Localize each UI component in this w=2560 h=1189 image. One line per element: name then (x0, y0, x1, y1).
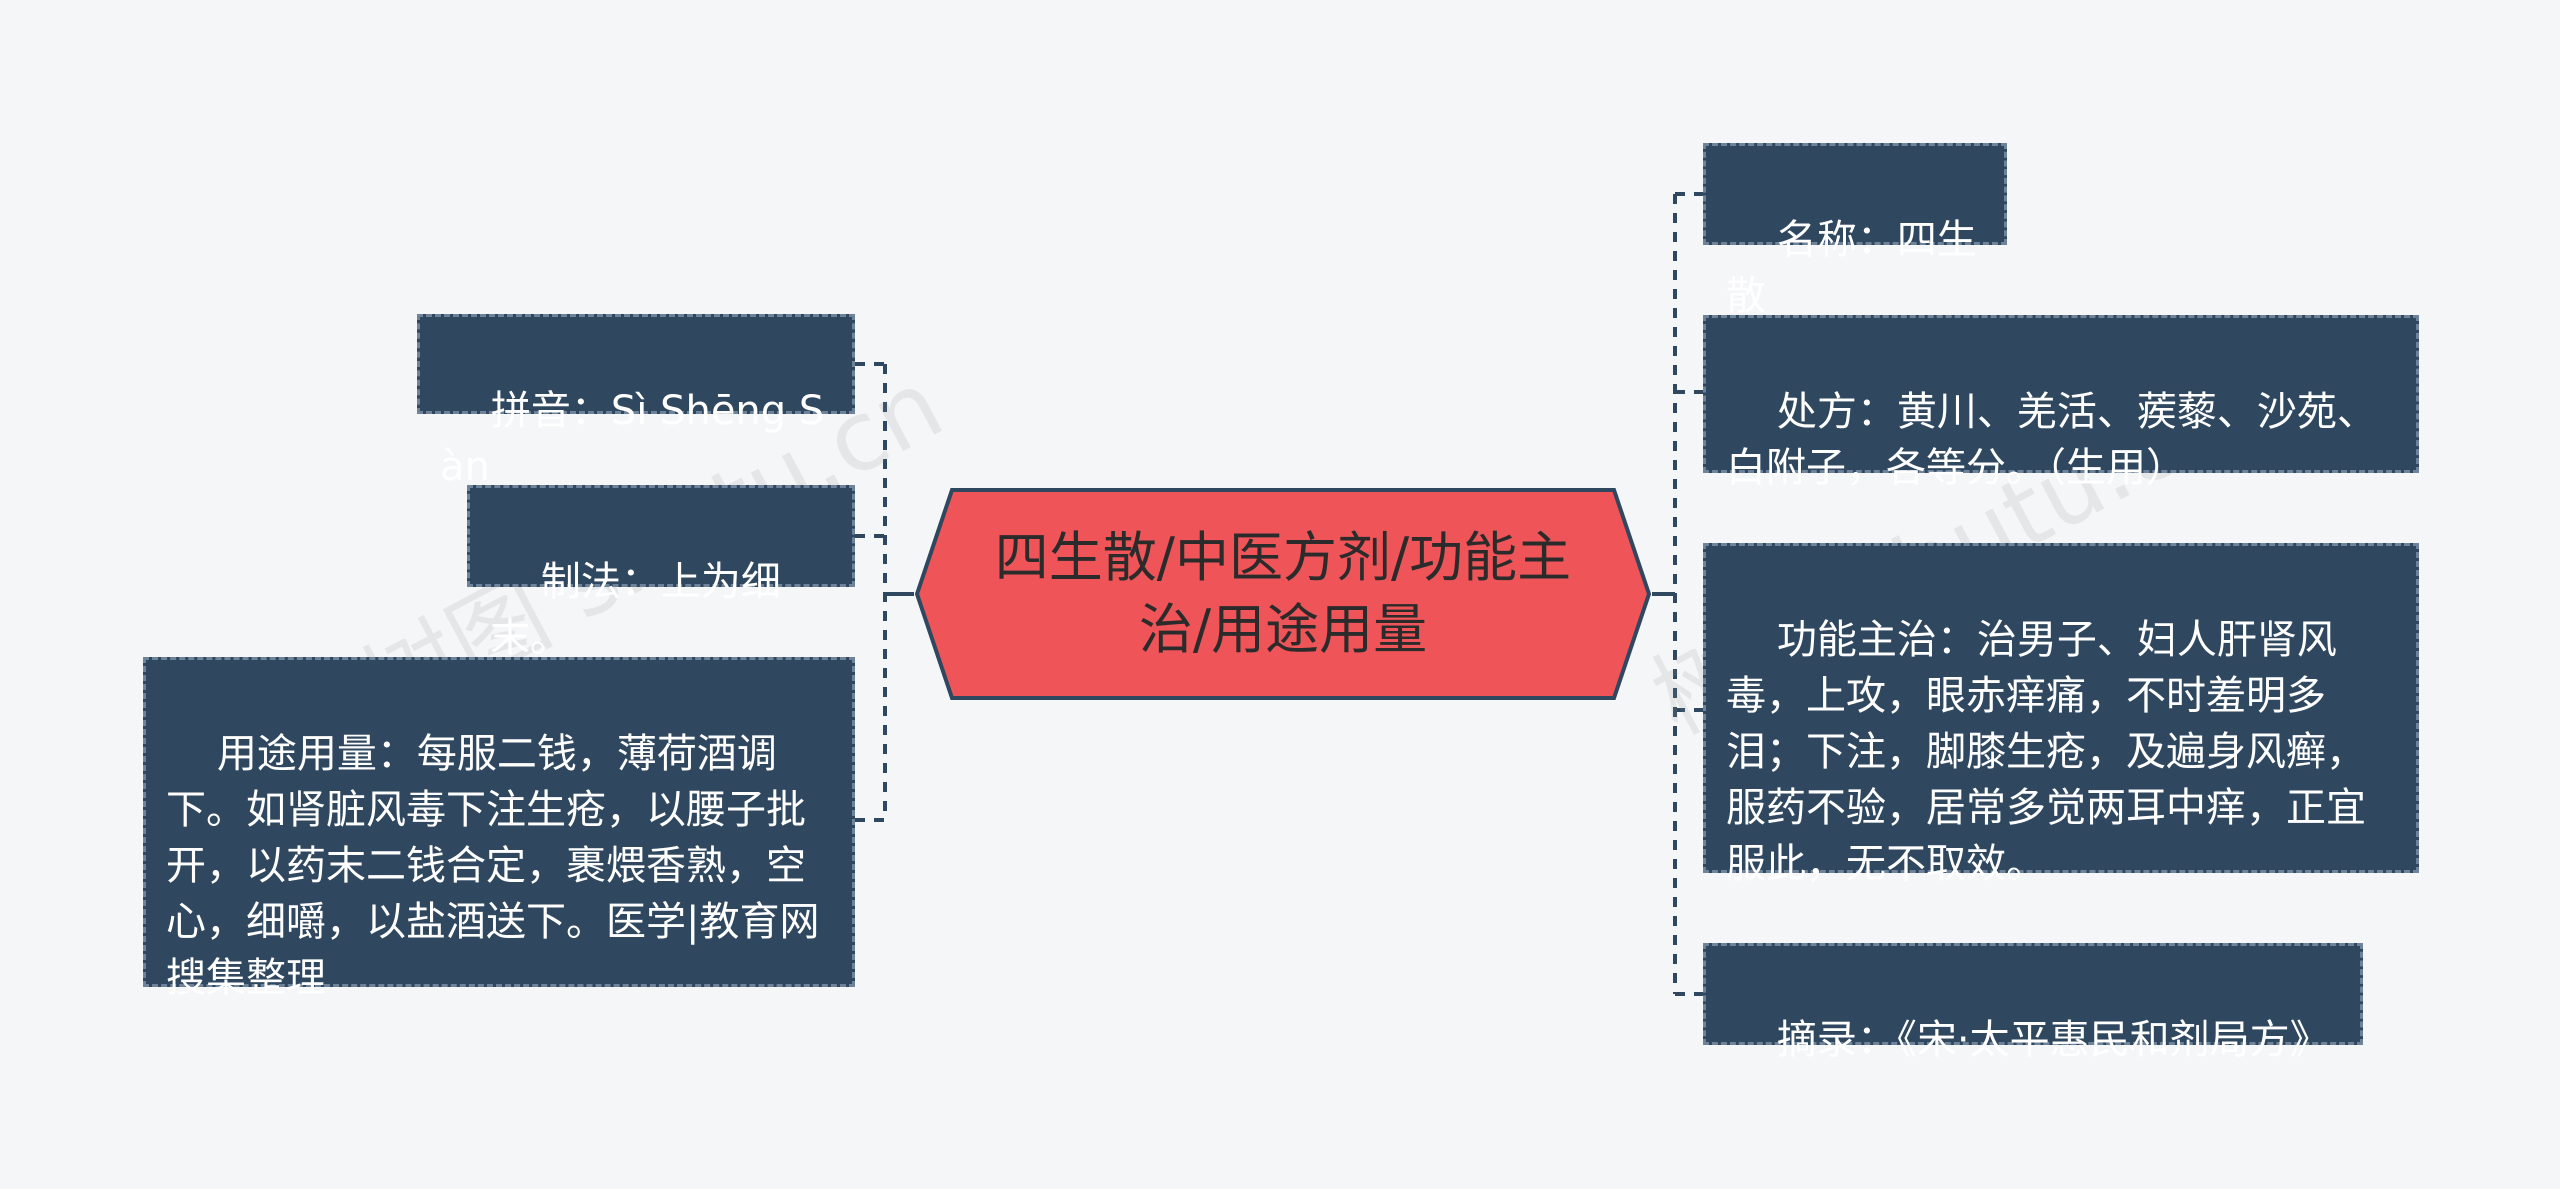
node-source[interactable]: 摘录：《宋·太平惠民和剂局方》 (1703, 943, 2363, 1063)
node-pinyin-text: 拼音：Sì Shēng Sàn (440, 388, 825, 490)
node-name[interactable]: 名称：四生散 (1703, 143, 2007, 319)
node-source-text: 摘录：《宋·太平惠民和剂局方》 (1776, 1017, 2330, 1063)
node-indications[interactable]: 功能主治：治男子、妇人肝肾风毒，上攻，眼赤痒痛，不时羞明多泪；下注，脚膝生疮，及… (1703, 543, 2419, 887)
node-preparation[interactable]: 制法：上为细末。 (467, 485, 855, 661)
central-topic[interactable]: 四生散/中医方剂/功能主治/用途用量 (914, 487, 1652, 701)
central-topic-label: 四生散/中医方剂/功能主治/用途用量 (994, 526, 1572, 661)
node-indications-text: 功能主治：治男子、妇人肝肾风毒，上攻，眼赤痒痛，不时羞明多泪；下注，脚膝生疮，及… (1726, 617, 2366, 887)
central-topic-shape (914, 488, 1652, 700)
node-name-text: 名称：四生散 (1726, 217, 1977, 319)
node-pinyin[interactable]: 拼音：Sì Shēng Sàn (417, 314, 855, 490)
node-usage-dosage-text: 用途用量：每服二钱，薄荷酒调下。如肾脏风毒下注生疮，以腰子批开，以药末二钱合定，… (166, 731, 820, 1001)
node-prescription[interactable]: 处方：黄川、羌活、蒺藜、沙苑、白附子，各等分。（生用） (1703, 315, 2419, 491)
node-preparation-text: 制法：上为细末。 (490, 559, 781, 661)
node-usage-dosage[interactable]: 用途用量：每服二钱，薄荷酒调下。如肾脏风毒下注生疮，以腰子批开，以药末二钱合定，… (143, 657, 855, 1001)
node-prescription-text: 处方：黄川、羌活、蒺藜、沙苑、白附子，各等分。（生用） (1726, 389, 2377, 491)
